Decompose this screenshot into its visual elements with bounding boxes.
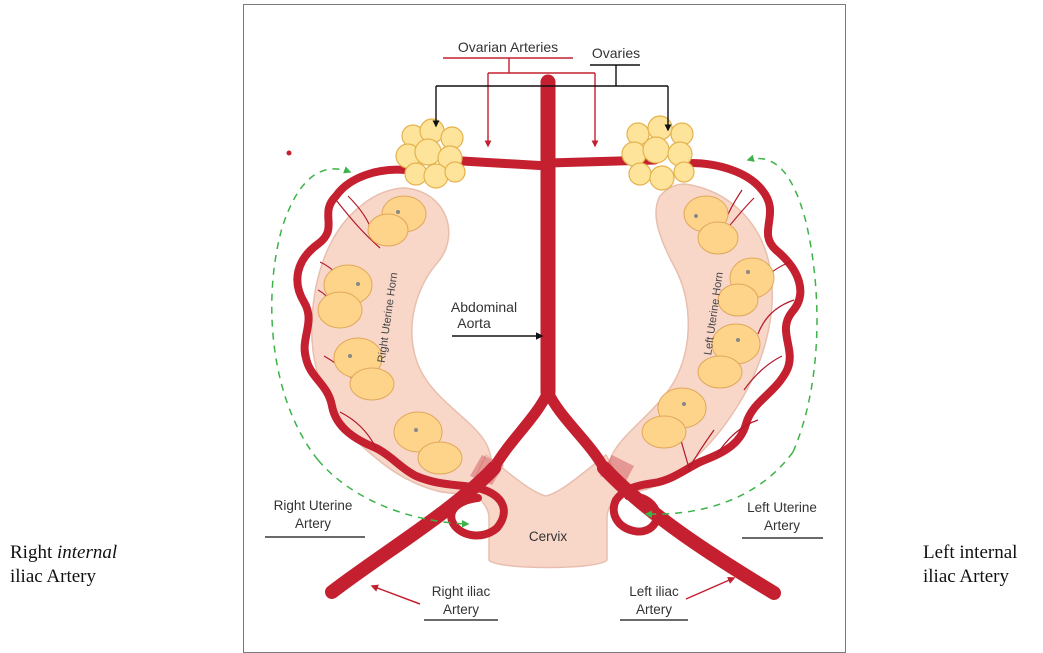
right-iliac-artery-label-2: Artery xyxy=(443,602,479,617)
right-uterine-artery-label-2: Artery xyxy=(295,516,331,531)
cervix-label: Cervix xyxy=(529,529,568,544)
left-iliac-artery-label-1: Left iliac xyxy=(629,584,679,599)
red-dot xyxy=(287,151,292,156)
left-uterine-artery-label-2: Artery xyxy=(764,518,800,533)
left-iliac-bifurcation xyxy=(548,392,604,468)
right-iliac-bifurcation xyxy=(494,392,548,468)
left-iliac-arrow xyxy=(686,578,734,599)
left-iliac-artery-label-2: Artery xyxy=(636,602,672,617)
left-uterine-artery-label-1: Left Uterine xyxy=(747,500,817,515)
right-ovary xyxy=(396,119,465,188)
abdominal-aorta-label-1: Abdominal xyxy=(451,299,517,315)
ovaries-label: Ovaries xyxy=(592,45,640,61)
right-uterine-artery-label-1: Right Uterine xyxy=(274,498,353,513)
right-iliac-artery-label-1: Right iliac xyxy=(432,584,491,599)
ovarian-arteries-label: Ovarian Arteries xyxy=(458,39,558,55)
abdominal-aorta-label-2: Aorta xyxy=(457,315,491,331)
left-ovary xyxy=(622,116,694,190)
ovarian-arteries-pointer xyxy=(443,58,595,146)
right-iliac-arrow xyxy=(372,586,420,604)
